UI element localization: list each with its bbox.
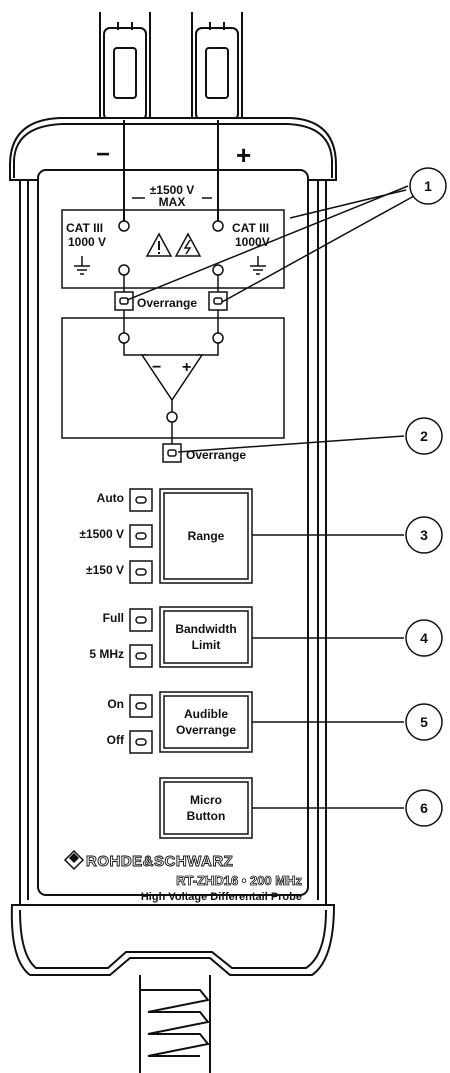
input-overrange-label: Overrange bbox=[137, 296, 197, 310]
cat-left-voltage: 1000 V bbox=[68, 235, 106, 249]
output-overrange-led bbox=[162, 443, 182, 463]
cat-left-label: CAT III bbox=[66, 221, 103, 235]
input-panel bbox=[61, 120, 285, 439]
ground-icon bbox=[74, 256, 90, 275]
top-connectors bbox=[99, 12, 243, 121]
audible-option-off: Off bbox=[107, 733, 125, 747]
callout-3: 3 bbox=[420, 527, 428, 543]
ground-icon bbox=[250, 256, 266, 275]
micro-button[interactable] bbox=[159, 777, 253, 839]
micro-button-line2: Button bbox=[187, 809, 226, 823]
callout-2: 2 bbox=[420, 428, 428, 444]
amp-minus-mark: − bbox=[152, 359, 161, 376]
probe-housing bbox=[9, 117, 337, 1073]
range-leds bbox=[129, 488, 153, 584]
max-voltage-value: ±1500 V bbox=[150, 183, 195, 197]
callout-5: 5 bbox=[420, 714, 428, 730]
range-option-150v: ±150 V bbox=[86, 563, 124, 577]
plus-terminal-mark: + bbox=[236, 140, 251, 170]
audible-button-line1: Audible bbox=[184, 707, 228, 721]
brand-model: RT-ZHD16 • 200 MHz bbox=[176, 873, 302, 888]
bandwidth-limit-button[interactable] bbox=[159, 606, 253, 668]
warning-icon bbox=[145, 232, 173, 257]
amplifier-icon bbox=[140, 354, 204, 444]
brand-name: ROHDE&SCHWARZ bbox=[86, 853, 233, 870]
callout-4: 4 bbox=[420, 630, 428, 646]
output-overrange-label: Overrange bbox=[186, 448, 246, 462]
bandwidth-button-line2: Limit bbox=[192, 638, 221, 652]
callout-1: 1 bbox=[424, 178, 432, 194]
range-option-auto: Auto bbox=[97, 491, 124, 505]
cat-right-voltage: 1000V bbox=[235, 235, 270, 249]
bandwidth-option-5mhz: 5 MHz bbox=[89, 647, 124, 661]
brand-description: High Voltage Differentail Probe bbox=[141, 891, 302, 903]
audible-button-line2: Overrange bbox=[176, 723, 236, 737]
rs-logo-icon bbox=[63, 849, 85, 871]
minus-terminal-mark: − bbox=[96, 141, 110, 168]
micro-button-line1: Micro bbox=[190, 793, 222, 807]
callout-leaders bbox=[126, 185, 415, 809]
amp-plus-mark: + bbox=[182, 359, 191, 376]
callout-circles bbox=[405, 167, 447, 827]
callout-6: 6 bbox=[420, 800, 428, 816]
range-option-1500v: ±1500 V bbox=[79, 527, 124, 541]
bandwidth-option-full: Full bbox=[103, 611, 124, 625]
bandwidth-leds bbox=[129, 608, 153, 668]
audible-leds bbox=[129, 694, 153, 754]
cat-right-label: CAT III bbox=[232, 221, 269, 235]
max-voltage-unit: MAX bbox=[159, 195, 186, 209]
audible-option-on: On bbox=[107, 697, 124, 711]
audible-overrange-button[interactable] bbox=[159, 691, 253, 753]
high-voltage-icon bbox=[174, 232, 202, 257]
range-button-label: Range bbox=[188, 529, 225, 543]
range-button[interactable] bbox=[159, 488, 253, 584]
bandwidth-button-line1: Bandwidth bbox=[175, 622, 236, 636]
